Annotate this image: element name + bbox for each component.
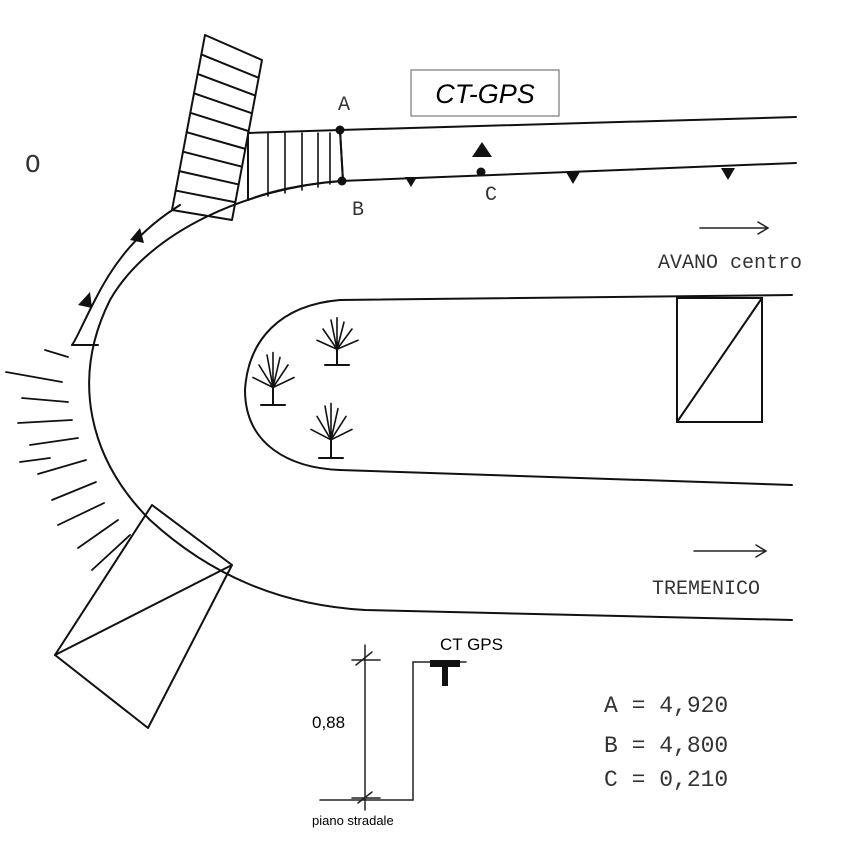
title-label: CT-GPS xyxy=(435,79,535,109)
tree-branch xyxy=(310,428,332,441)
platform-hatch xyxy=(267,132,331,197)
hatched-platform xyxy=(247,129,344,201)
stair-step-line xyxy=(182,150,243,168)
point-c-dot xyxy=(476,167,486,177)
instrument-label: CT GPS xyxy=(440,635,503,654)
mount-detail: CT GPS 0,88 piano stradale xyxy=(312,635,503,828)
direction-lower: TREMENICO xyxy=(652,544,768,601)
ground-label: piano stradale xyxy=(312,813,394,828)
road-outer-curve xyxy=(88,180,793,621)
point-c-label: C xyxy=(485,184,497,207)
stair-steps xyxy=(174,53,260,204)
lower-left-building-outline xyxy=(54,504,233,729)
slope-hatch-line xyxy=(51,481,97,501)
stair-step-line xyxy=(200,53,260,79)
north-mark: O xyxy=(25,150,41,180)
slope-hatch-line xyxy=(44,349,69,358)
title-box: CT-GPS xyxy=(410,69,560,117)
slope-lines xyxy=(5,349,131,571)
tree-branch xyxy=(252,376,274,389)
tree-branch xyxy=(272,356,281,389)
elevation-c: C = 0,210 xyxy=(604,767,728,793)
tree-branch xyxy=(266,354,274,389)
gps-antenna-icon xyxy=(430,660,460,686)
tree-branch xyxy=(330,407,339,441)
tree-branch xyxy=(316,339,338,351)
trees xyxy=(252,316,359,459)
island-upper-edge xyxy=(244,294,793,471)
tree-branch xyxy=(272,364,289,389)
markers xyxy=(78,142,735,308)
tree-branch xyxy=(336,339,359,351)
slope-hatch-line xyxy=(29,437,79,446)
dimension-tick-bottom xyxy=(351,791,381,804)
island-lower-edge xyxy=(339,469,793,486)
tree-branch xyxy=(336,321,345,351)
platform-outline xyxy=(247,129,344,201)
tree-branch xyxy=(258,364,274,389)
building-box xyxy=(676,297,763,423)
tree-branch xyxy=(330,415,347,441)
marker-triangle xyxy=(78,292,92,308)
building-diagonal xyxy=(676,297,763,423)
slope-hatch-line xyxy=(17,419,73,424)
slope-hatch-line xyxy=(57,502,105,526)
marker-triangle xyxy=(130,228,144,243)
survey-points: A B C xyxy=(335,94,497,222)
tree-branch xyxy=(272,376,295,389)
slope-hatch-line xyxy=(77,519,119,549)
direction-upper: AVANO centro xyxy=(658,221,802,275)
slope-hatch-line xyxy=(21,397,69,403)
tree-icon xyxy=(252,351,295,406)
arrow-right-icon xyxy=(699,221,770,235)
lower-left-building xyxy=(54,504,233,729)
marker-triangle xyxy=(405,177,417,187)
tree-icon xyxy=(310,402,353,459)
stair-step-line xyxy=(185,131,247,150)
title-frame xyxy=(410,69,560,117)
gps-station-triangle xyxy=(472,142,492,157)
tree-branch xyxy=(316,415,332,441)
direction-lower-label: TREMENICO xyxy=(652,578,760,601)
tree-branch xyxy=(330,428,353,441)
height-label: 0,88 xyxy=(312,713,345,732)
tree-branch xyxy=(336,328,353,351)
point-a-b-link xyxy=(339,129,344,182)
mount-post xyxy=(412,661,467,801)
dimension-tick-top xyxy=(351,651,381,666)
slope-hatch-line xyxy=(19,457,51,463)
stair-step-line xyxy=(193,92,253,115)
tree-branch xyxy=(324,405,332,441)
marker-triangle xyxy=(566,172,580,184)
road-outer-top-edge xyxy=(339,116,797,131)
direction-upper-label: AVANO centro xyxy=(658,252,802,275)
building-frame xyxy=(676,297,763,423)
tree-branch xyxy=(322,328,338,351)
elevation-b: B = 4,800 xyxy=(604,733,728,759)
slope-hatch-line xyxy=(5,371,63,383)
slope-hatch-line xyxy=(37,459,87,475)
stair-step-line xyxy=(196,72,257,97)
elevation-list: A = 4,920 B = 4,800 C = 0,210 xyxy=(604,693,728,793)
stair-step-line xyxy=(189,111,250,133)
stair-block xyxy=(171,34,263,221)
marker-triangle xyxy=(721,168,735,180)
slope-hatch-line xyxy=(91,534,131,571)
tree-icon xyxy=(316,316,359,366)
stair-step-line xyxy=(178,170,240,186)
lower-left-building-diagonal xyxy=(54,564,233,656)
point-b-label: B xyxy=(352,199,364,222)
point-a-label: A xyxy=(338,94,350,117)
road-shoulder-line xyxy=(71,204,181,346)
elevation-a: A = 4,920 xyxy=(604,693,728,719)
tree-branch xyxy=(330,319,338,351)
stair-step-line xyxy=(174,189,237,204)
arrow-right-icon xyxy=(693,544,768,558)
